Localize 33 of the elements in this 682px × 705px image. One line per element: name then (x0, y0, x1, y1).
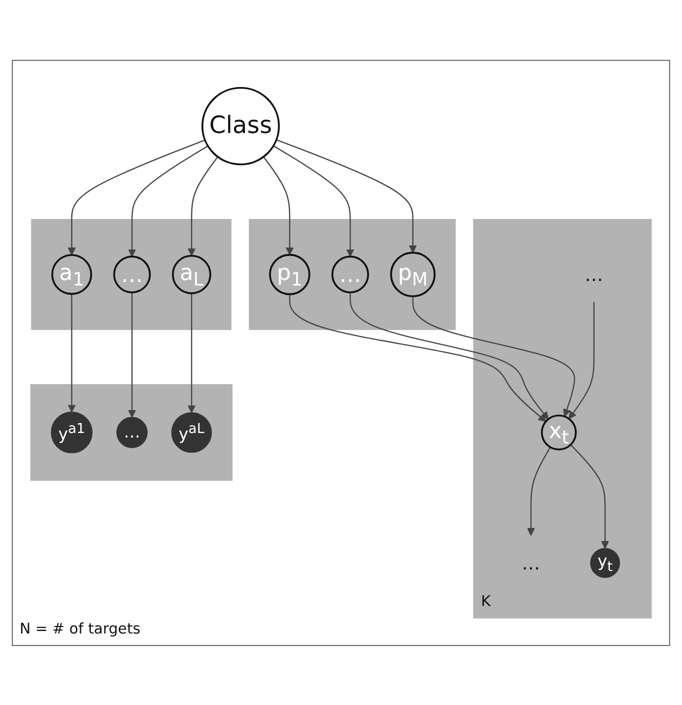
arrow (68, 294, 76, 412)
cluster (473, 218, 652, 618)
cluster (30, 384, 233, 480)
arrow (276, 138, 417, 253)
arrow (188, 156, 218, 256)
node-circle (540, 414, 577, 450)
node-circle (201, 86, 280, 165)
node-text: … (522, 552, 540, 574)
arrow (188, 292, 196, 413)
node-circle (590, 548, 620, 578)
node-circle (172, 254, 212, 294)
arrow (128, 292, 136, 418)
arrow (412, 296, 576, 416)
node-circle (269, 253, 310, 295)
node-text: … (584, 263, 604, 286)
arrow (526, 446, 551, 536)
node-circle (113, 255, 151, 293)
arrow (68, 139, 206, 255)
arrow (273, 144, 354, 257)
arrow (263, 156, 294, 255)
arrow (568, 302, 595, 419)
node-circle (390, 251, 436, 297)
arrow (289, 294, 546, 422)
node-circle (116, 416, 148, 448)
node-circle (51, 254, 92, 294)
cluster (248, 218, 456, 330)
arrow (128, 145, 208, 257)
cluster (31, 218, 232, 330)
node-circle (50, 411, 93, 453)
node-circle (171, 412, 212, 452)
node-circle (331, 255, 370, 293)
arrow (570, 444, 610, 548)
arrow (350, 292, 549, 420)
